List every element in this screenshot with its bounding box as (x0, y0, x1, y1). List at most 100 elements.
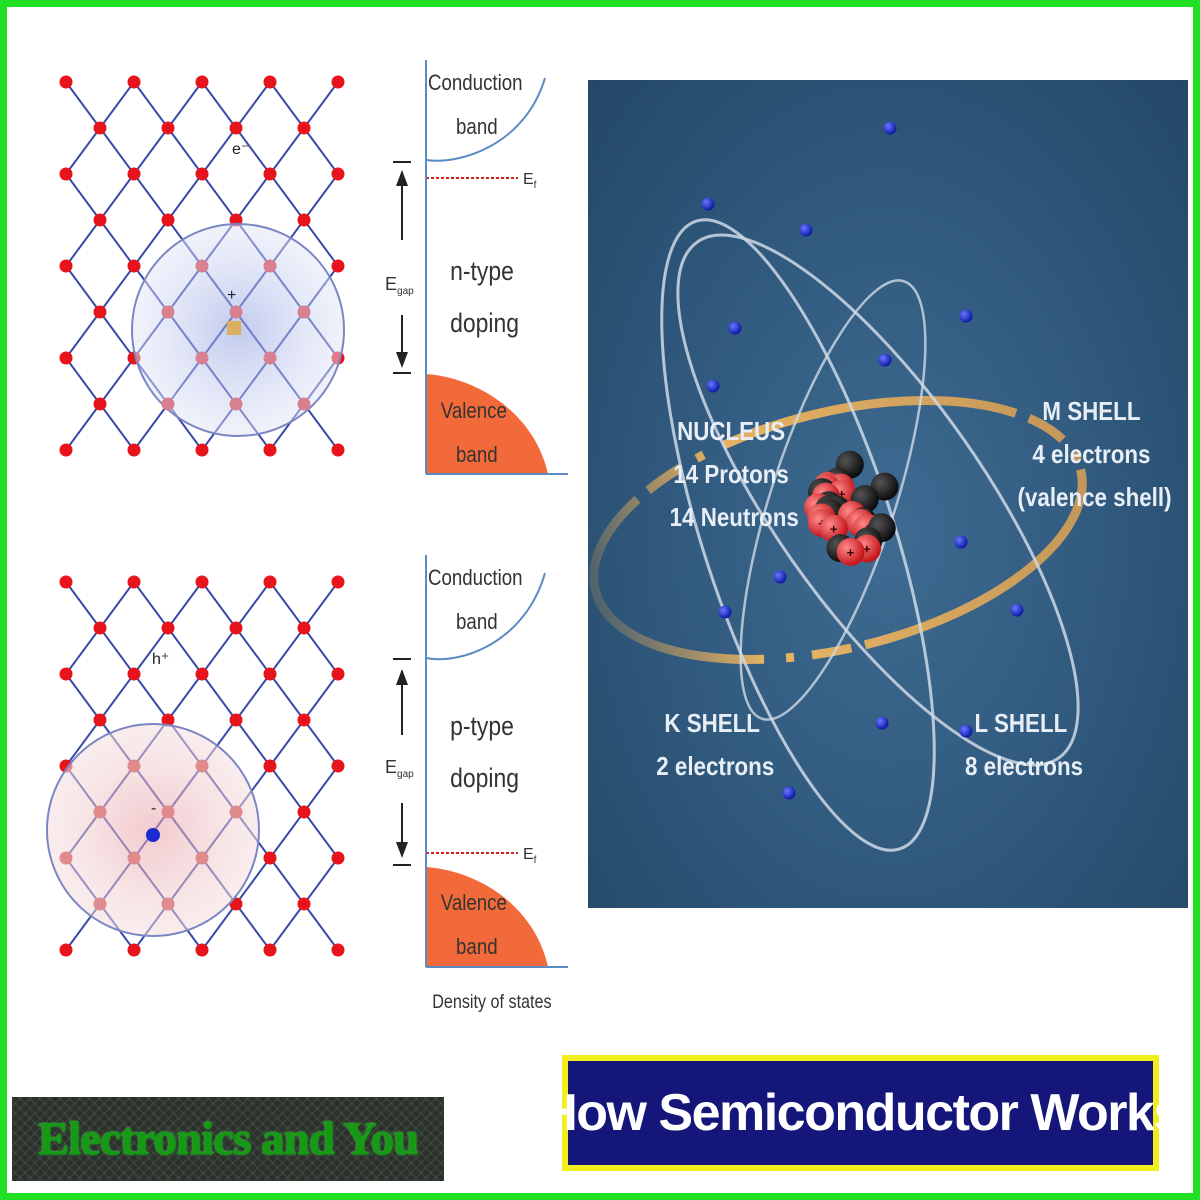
lattice-atom (127, 259, 141, 273)
lattice-atom (161, 713, 175, 727)
lattice-bond (65, 581, 101, 629)
lattice-atom (331, 259, 345, 273)
lattice-bond (303, 81, 339, 129)
lattice-bond (235, 127, 271, 175)
lattice-bond (99, 357, 135, 405)
lattice-bond (269, 81, 305, 129)
lattice-bond (133, 81, 169, 129)
l-shell-orbit (676, 233, 1080, 767)
electron (959, 309, 973, 323)
lattice-atom (331, 667, 345, 681)
lattice-bond (303, 903, 339, 951)
lattice-atom (297, 897, 311, 911)
lattice-bond (167, 627, 203, 675)
lattice-atom (331, 167, 345, 181)
lattice-bond (303, 719, 339, 767)
lattice-bond (303, 811, 339, 859)
proton-charge: + (863, 542, 871, 557)
lattice-bond (65, 173, 101, 221)
lattice-atom (297, 805, 311, 819)
lattice-bond (235, 857, 271, 905)
lattice-atom (331, 75, 345, 89)
acceptor-atom (146, 828, 160, 842)
electron (799, 223, 813, 237)
electron (959, 724, 973, 738)
lattice-atom (195, 851, 209, 865)
conduction-band-label: Conduction band (428, 567, 528, 635)
electron (706, 379, 720, 393)
electron (701, 197, 715, 211)
lattice-bond (99, 627, 135, 675)
lattice-atom (93, 397, 107, 411)
lattice-bond (303, 127, 339, 175)
conduction-band-label: Conduction band (428, 72, 528, 140)
lattice-bond (65, 81, 101, 129)
hole-label: h⁺ (152, 651, 169, 668)
lattice-atom (59, 943, 73, 957)
lattice-atom (263, 351, 277, 365)
lattice-bond (269, 719, 305, 767)
lattice-atom (59, 443, 73, 457)
electron (773, 570, 787, 584)
lattice-bond (201, 81, 237, 129)
lattice-bond (303, 173, 339, 221)
lattice-atoms-shaded (59, 759, 243, 911)
lattice-atom (161, 397, 175, 411)
lattice-atom (229, 621, 243, 635)
lattice-atom (263, 167, 277, 181)
lattice-atom (297, 397, 311, 411)
lattice-atom (229, 305, 243, 319)
lattice-bond (303, 403, 339, 451)
lattice-bond (235, 173, 271, 221)
valence-band-label: Valence band (441, 892, 512, 960)
m-shell-label: M SHELL 4 electrons (valence shell) (1018, 397, 1172, 512)
lattice-bond (65, 403, 101, 451)
lattice-atom (263, 759, 277, 773)
gap-arrow-up-head (396, 170, 408, 186)
lattice-bond (99, 403, 135, 451)
lattice-bond (269, 627, 305, 675)
lattice-atom (161, 897, 175, 911)
fermi-level-label: Ef (523, 171, 537, 191)
lattice-bond (235, 627, 271, 675)
lattice-atom (195, 167, 209, 181)
lattice-atom (195, 259, 209, 273)
electron (954, 535, 968, 549)
lattice-bond (65, 357, 101, 405)
lattice-bond (201, 673, 237, 721)
proton-charge: + (838, 486, 846, 501)
lattice-bond (99, 265, 135, 313)
lattice-atom (297, 713, 311, 727)
electron (875, 716, 889, 730)
lattice-atom (229, 713, 243, 727)
lattice-bond (201, 627, 237, 675)
lattice-atom (331, 851, 345, 865)
lattice-atom (59, 75, 73, 89)
lattice-atom (93, 805, 107, 819)
lattice-atom (331, 443, 345, 457)
lattice-bond (133, 627, 169, 675)
band-gap-label: Egap (385, 757, 414, 780)
lattice-atom (127, 667, 141, 681)
lattice-atom (127, 167, 141, 181)
lattice-bond (65, 219, 101, 267)
lattice-bond (99, 219, 135, 267)
lattice-atom (195, 75, 209, 89)
lattice-atom (93, 213, 107, 227)
electron (782, 786, 796, 800)
lattice-atom (263, 575, 277, 589)
lattice-bond (65, 627, 101, 675)
lattice-atom (93, 713, 107, 727)
electrons (701, 121, 1024, 800)
lattice-atom (93, 121, 107, 135)
lattice-atom (229, 121, 243, 135)
lattice-atoms (59, 75, 345, 457)
lattice-atom (127, 75, 141, 89)
lattice-bond (65, 265, 101, 313)
lattice-atom (195, 443, 209, 457)
lattice-atom (161, 213, 175, 227)
gap-arrow-down-head (396, 352, 408, 368)
lattice-bond (133, 581, 169, 629)
lattice-atoms-shaded (161, 259, 311, 411)
